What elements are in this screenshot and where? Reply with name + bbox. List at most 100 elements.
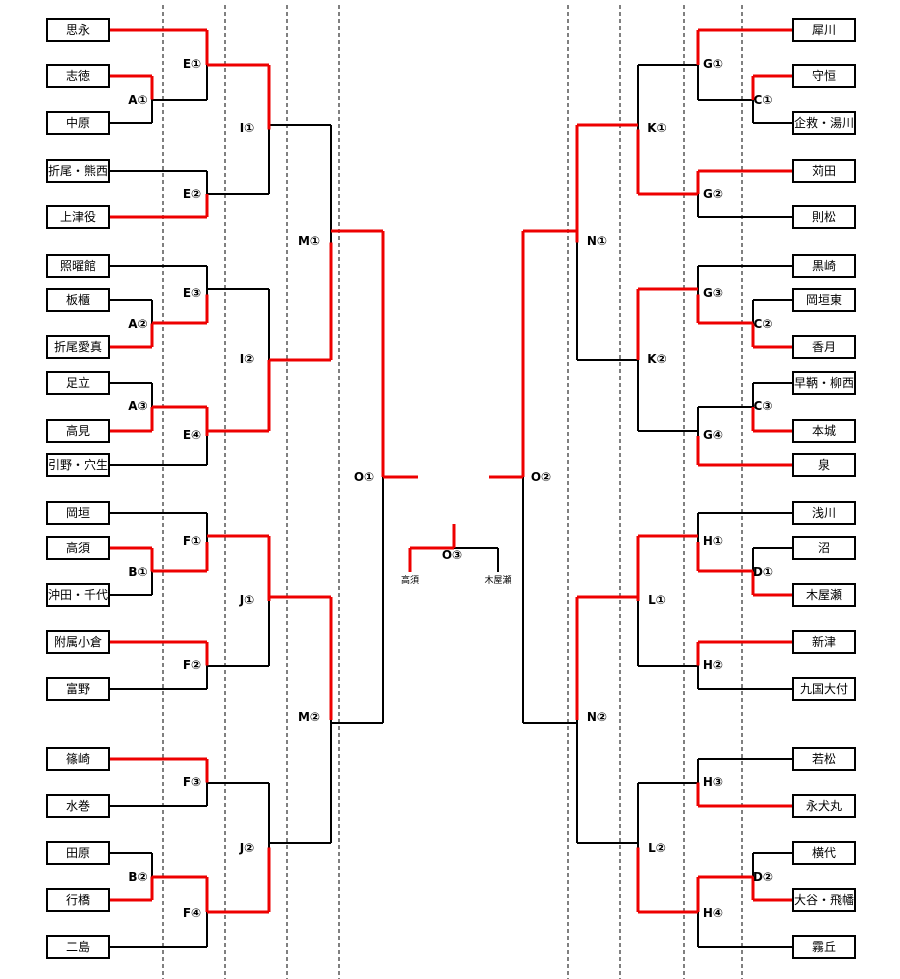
third-place-left-team: 高須 xyxy=(401,574,419,586)
team-name: 附属小倉 xyxy=(54,634,102,649)
bracket-lines xyxy=(109,64,793,948)
match-label-c1: C① xyxy=(754,93,773,107)
team-name: 霧丘 xyxy=(812,940,836,954)
team-box-right-12 xyxy=(792,501,856,525)
team-box-left-19 xyxy=(46,841,110,865)
match-label-o1: O① xyxy=(354,470,374,484)
team-name: 照曜館 xyxy=(60,258,96,273)
right-teams: 犀川守恒企救・湯川苅田則松黒崎岡垣東香月早鞆・柳西本城泉浅川沼木屋瀬新津九国大付… xyxy=(792,18,856,959)
team-name: 足立 xyxy=(66,375,90,390)
winner-lines xyxy=(109,28,793,914)
match-label-e1: E① xyxy=(183,57,201,71)
match-label-d1: D① xyxy=(753,565,773,579)
match-label-b1: B① xyxy=(128,565,147,579)
match-label-c2: C② xyxy=(754,317,773,331)
team-box-right-17 xyxy=(792,747,856,771)
match-label-a1: A① xyxy=(128,93,147,107)
match-label-i2: I② xyxy=(240,352,255,366)
team-box-left-12 xyxy=(46,501,110,525)
team-box-right-18 xyxy=(792,794,856,818)
team-name: 高見 xyxy=(66,423,90,438)
team-name: 折尾愛真 xyxy=(54,339,102,354)
team-box-left-6 xyxy=(46,254,110,278)
team-name: 折尾・熊西 xyxy=(48,163,108,178)
third-place-right-team: 木屋瀬 xyxy=(484,574,511,586)
team-name: 志徳 xyxy=(66,68,90,83)
team-box-right-19 xyxy=(792,841,856,865)
team-name: 横代 xyxy=(812,846,836,860)
team-box-right-16 xyxy=(792,677,856,701)
team-name: 新津 xyxy=(812,634,836,649)
team-box-right-10 xyxy=(792,419,856,443)
team-box-right-14 xyxy=(792,583,856,607)
match-label-g4: G④ xyxy=(703,428,723,442)
match-label-e3: E③ xyxy=(183,286,201,300)
team-box-right-21 xyxy=(792,935,856,959)
match-label-l2: L② xyxy=(648,841,666,855)
team-box-right-11 xyxy=(792,453,856,477)
team-name: 則松 xyxy=(812,210,836,224)
team-box-left-18 xyxy=(46,794,110,818)
team-box-left-8 xyxy=(46,335,110,359)
team-box-right-9 xyxy=(792,371,856,395)
team-name: 浅川 xyxy=(812,506,836,520)
team-name: 苅田 xyxy=(812,164,836,178)
team-name: 行橋 xyxy=(66,893,90,907)
match-label-a2: A② xyxy=(128,317,147,331)
match-label-i1: I① xyxy=(240,121,255,135)
team-name: 黒崎 xyxy=(812,259,836,273)
match-label-n2: N② xyxy=(587,710,607,724)
team-box-left-3 xyxy=(46,111,110,135)
match-label-n1: N① xyxy=(587,234,607,248)
match-label-h2: H② xyxy=(703,658,723,672)
team-box-left-10 xyxy=(46,419,110,443)
team-box-left-16 xyxy=(46,677,110,701)
team-box-right-2 xyxy=(792,64,856,88)
match-label-f3: F③ xyxy=(183,775,201,789)
match-label-g2: G② xyxy=(703,187,723,201)
match-label-m2: M② xyxy=(298,710,320,724)
team-name: 本城 xyxy=(812,424,836,438)
match-label-o3: O③ xyxy=(442,548,462,562)
team-name: 木屋瀬 xyxy=(806,588,842,602)
match-label-f1: F① xyxy=(183,534,201,548)
match-label-f4: F④ xyxy=(183,906,201,920)
team-box-left-9 xyxy=(46,371,110,395)
match-label-m1: M① xyxy=(298,234,320,248)
team-name: 沼 xyxy=(818,541,830,555)
team-box-left-4 xyxy=(46,159,110,183)
match-label-e4: E④ xyxy=(183,428,201,442)
match-label-f2: F② xyxy=(183,658,201,672)
team-box-left-1 xyxy=(46,18,110,42)
team-name: 大谷・飛幡 xyxy=(794,892,854,907)
team-name: 九国大付 xyxy=(800,682,848,696)
team-name: 永犬丸 xyxy=(806,799,842,813)
team-box-left-14 xyxy=(46,583,110,607)
team-name: 田原 xyxy=(66,846,90,860)
match-label-l1: L① xyxy=(648,593,666,607)
team-box-left-15 xyxy=(46,630,110,654)
team-box-left-7 xyxy=(46,288,110,312)
team-box-right-20 xyxy=(792,888,856,912)
team-name: 泉 xyxy=(818,458,830,472)
team-name: 引野・穴生 xyxy=(48,457,108,472)
match-label-h3: H③ xyxy=(703,775,723,789)
match-labels: A①A②A③B①B②E①E②E③E④F①F②F③F④I①I②J①J②M①M②O①… xyxy=(128,57,773,920)
team-box-right-6 xyxy=(792,254,856,278)
team-name: 岡垣 xyxy=(66,506,90,520)
team-box-left-11 xyxy=(46,453,110,477)
match-label-h1: H① xyxy=(703,534,723,548)
match-label-g1: G① xyxy=(703,57,723,71)
team-box-left-5 xyxy=(46,205,110,229)
team-box-right-15 xyxy=(792,630,856,654)
team-name: 板櫃 xyxy=(66,293,90,307)
team-name: 岡垣東 xyxy=(806,293,842,307)
team-box-right-8 xyxy=(792,335,856,359)
team-box-right-5 xyxy=(792,205,856,229)
match-label-k2: K② xyxy=(647,352,666,366)
team-name: 守恒 xyxy=(812,69,836,83)
team-name: 香月 xyxy=(812,340,836,354)
match-label-c3: C③ xyxy=(754,399,773,413)
team-name: 犀川 xyxy=(812,23,836,37)
